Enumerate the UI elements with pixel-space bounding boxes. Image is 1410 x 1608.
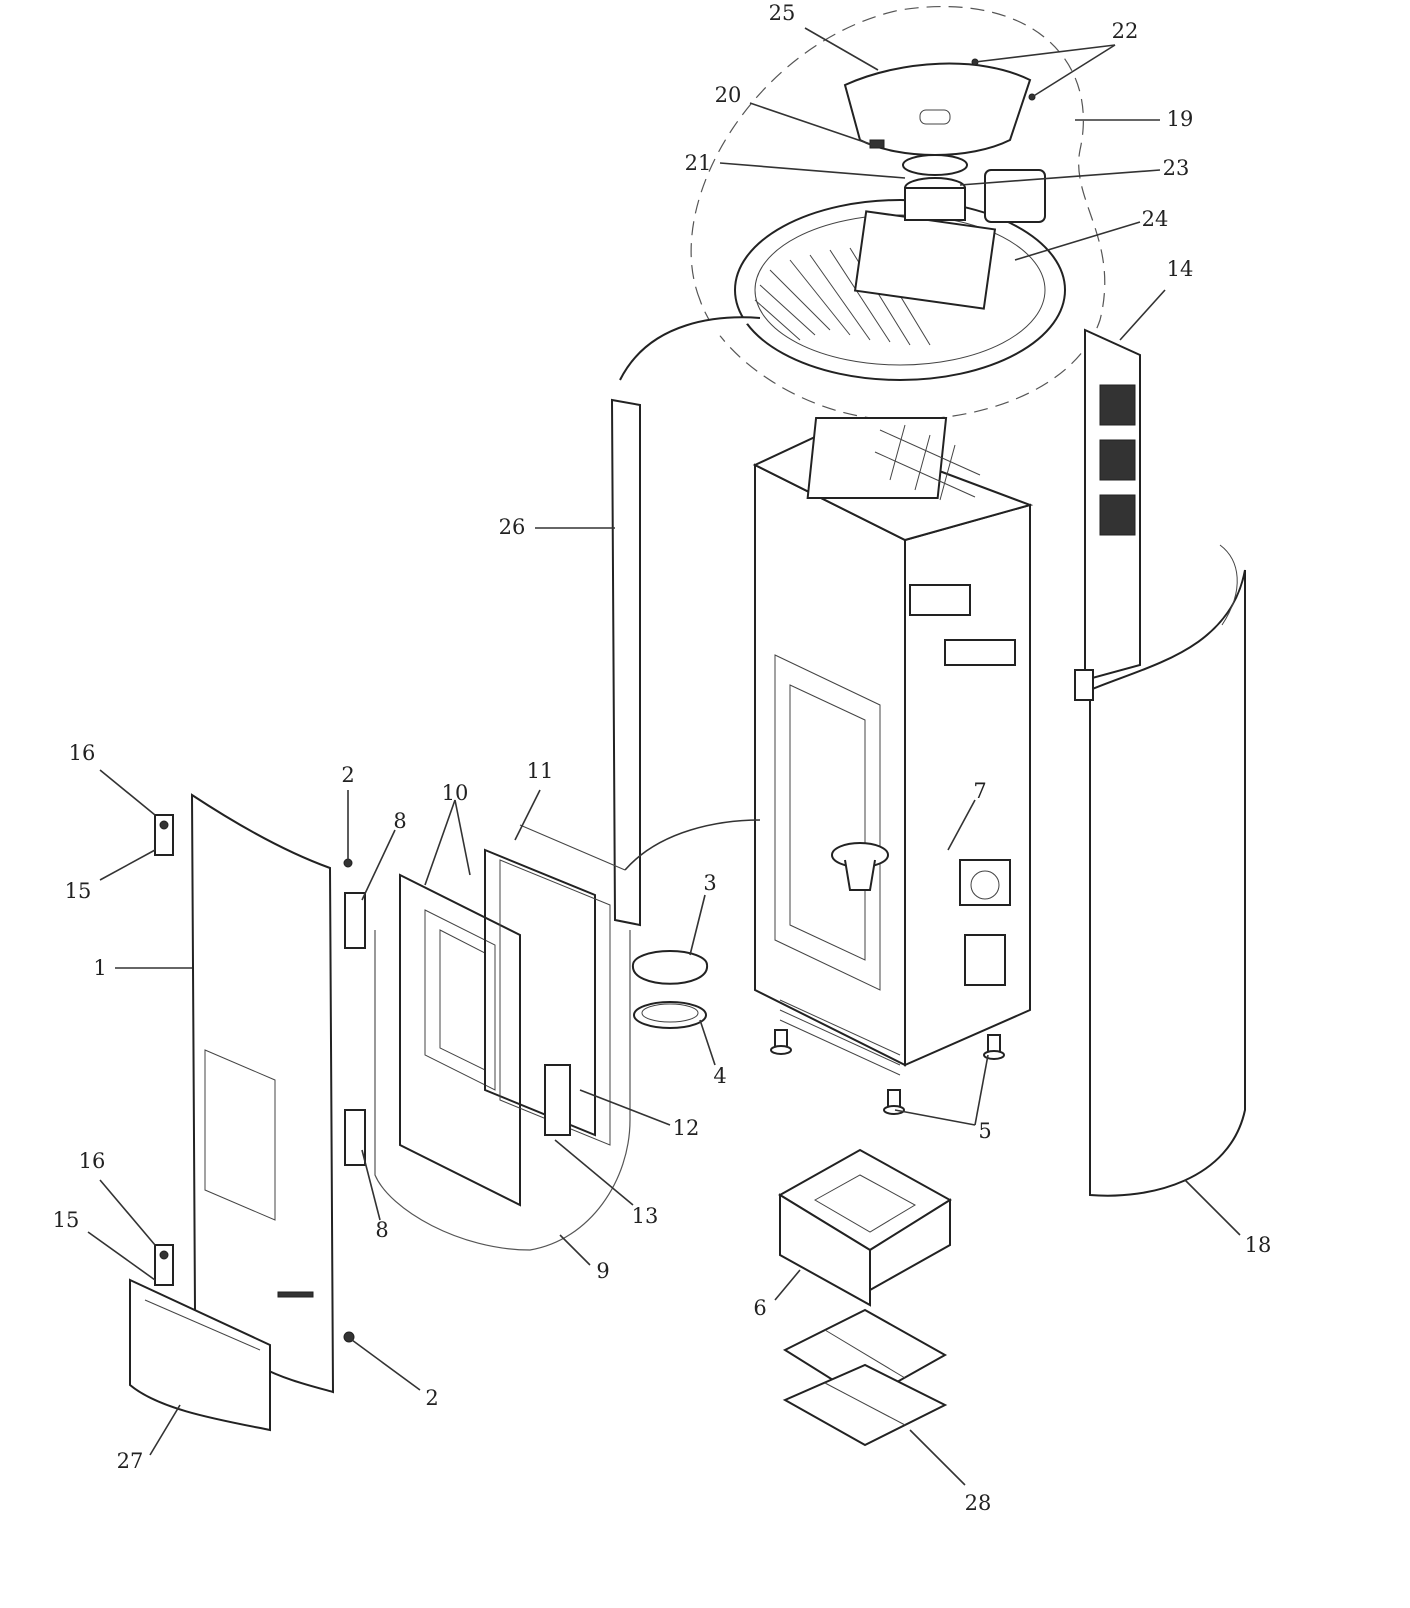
callout-19: 19	[1167, 107, 1194, 131]
top-assembly-group	[690, 5, 1106, 421]
callout-26: 26	[499, 515, 526, 539]
callout-2a: 2	[341, 763, 354, 787]
burn-pot	[631, 950, 709, 1029]
callout-16a: 16	[69, 741, 96, 765]
callout-labels: 1 2 2 3 4 5 6 7 8 8 9 10 11 12 13 14 15 …	[53, 1, 1272, 1515]
callout-23: 23	[1163, 156, 1190, 180]
callout-15a: 15	[65, 879, 92, 903]
leader-lines	[87, 27, 1241, 1486]
callout-18: 18	[1245, 1233, 1272, 1257]
stove-body	[752, 417, 1034, 1076]
callout-3: 3	[703, 871, 716, 895]
feet	[770, 1029, 1005, 1115]
hinges	[154, 814, 366, 1343]
callout-21: 21	[685, 151, 712, 175]
callout-13: 13	[632, 1204, 659, 1228]
callout-28: 28	[965, 1491, 992, 1515]
callout-8a: 8	[393, 809, 406, 833]
callout-8b: 8	[375, 1218, 388, 1242]
callout-20: 20	[715, 83, 742, 107]
door-assembly	[374, 824, 631, 1251]
side-panel	[610, 316, 761, 927]
ash-drawer	[778, 1148, 952, 1307]
callout-16b: 16	[79, 1149, 106, 1173]
callout-1: 1	[93, 956, 106, 980]
callout-10: 10	[442, 781, 469, 805]
callout-2b: 2	[425, 1386, 438, 1410]
callout-25: 25	[769, 1, 796, 25]
callout-9: 9	[596, 1259, 609, 1283]
rear-panel	[1084, 328, 1141, 682]
floor-plates	[782, 1308, 948, 1447]
callout-15b: 15	[53, 1208, 80, 1232]
callout-11: 11	[527, 759, 554, 783]
callout-6: 6	[753, 1296, 766, 1320]
shell-18	[1074, 544, 1246, 1197]
callout-5: 5	[978, 1119, 991, 1143]
callout-7: 7	[973, 779, 986, 803]
callout-14: 14	[1167, 257, 1194, 281]
callout-22: 22	[1112, 19, 1139, 43]
front-panel	[190, 793, 335, 1394]
callout-12: 12	[673, 1116, 700, 1140]
callout-27: 27	[117, 1449, 144, 1473]
ashpan-cover	[129, 1278, 271, 1432]
callout-4: 4	[713, 1064, 726, 1088]
callout-24: 24	[1142, 207, 1169, 231]
